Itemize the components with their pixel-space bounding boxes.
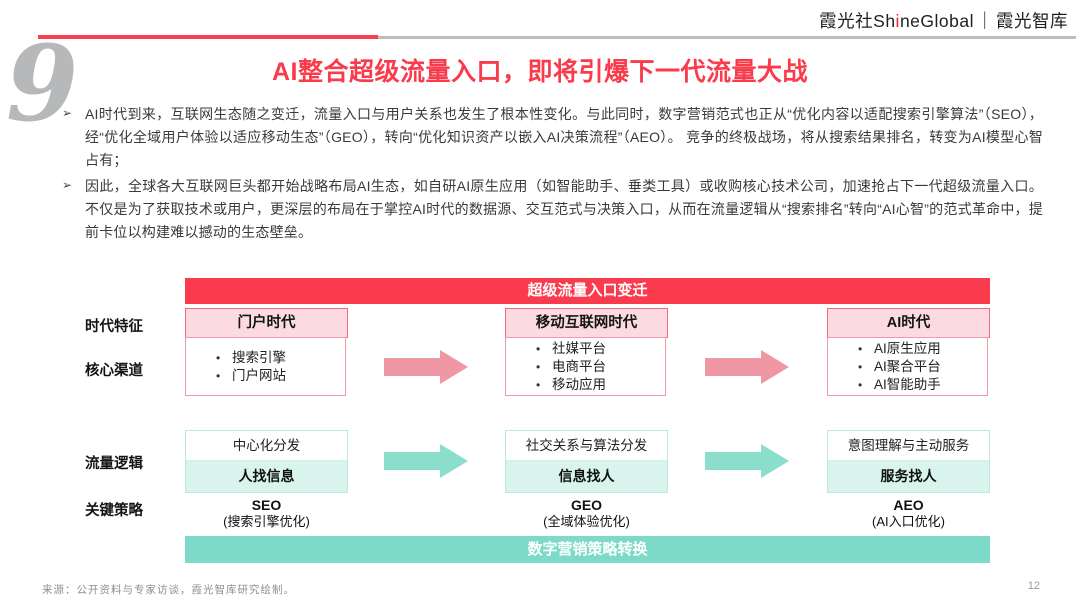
logic-box-ai: 意图理解与主动服务 服务找人	[827, 430, 990, 493]
channel-label: 门户网站	[232, 367, 286, 383]
logic-box-mobile: 社交关系与算法分发 信息找人	[505, 430, 668, 493]
header-rule-gray	[378, 36, 1076, 39]
channel-label: AI智能助手	[874, 376, 941, 392]
arrow-shaft	[384, 452, 440, 470]
dot-bullet-icon: •	[858, 377, 863, 392]
arrow-head	[761, 350, 789, 384]
logic-bottom-ai: 服务找人	[828, 461, 989, 492]
list-item: • 门户网站	[216, 367, 345, 385]
list-item: • 移动应用	[536, 376, 665, 394]
paragraph-1-text: AI时代到来，互联网生态随之变迁，流量入口与用户关系也发生了根本性变化。与此同时…	[85, 106, 1043, 168]
dot-bullet-icon: •	[858, 341, 863, 356]
strategy-mobile: GEO (全域体验优化)	[505, 497, 668, 531]
logic-bottom-portal: 人找信息	[186, 461, 347, 492]
strategy-subtitle: (AI入口优化)	[872, 514, 945, 529]
logic-top-ai: 意图理解与主动服务	[828, 431, 989, 461]
paragraph-1: ➢ AI时代到来，互联网生态随之变迁，流量入口与用户关系也发生了根本性变化。与此…	[62, 103, 1043, 172]
strategy-subtitle: (搜索引擎优化)	[223, 514, 310, 529]
brand-en-pre: Sh	[873, 11, 896, 31]
list-item: • AI原生应用	[858, 340, 987, 358]
list-item: • 搜索引擎	[216, 349, 345, 367]
section-number: 9	[6, 22, 79, 145]
era-header-ai: AI时代	[827, 308, 990, 338]
diagram-bottom-banner: 数字营销策略转换	[185, 536, 990, 563]
arrowhead-bullet-icon: ➢	[62, 106, 73, 120]
arrow-shaft	[705, 358, 761, 376]
dot-bullet-icon: •	[216, 350, 221, 365]
arrow-shaft	[705, 452, 761, 470]
row-label-channels: 核心渠道	[85, 363, 143, 379]
channels-portal: • 搜索引擎 • 门户网站	[185, 337, 346, 396]
channel-label: 搜索引擎	[232, 349, 286, 365]
dot-bullet-icon: •	[536, 359, 541, 374]
brand-logo: 霞光社ShineGlobal｜霞光智库	[819, 8, 1068, 33]
brand-divider: ｜	[976, 11, 994, 31]
paragraph-2-text: 因此，全球各大互联网巨头都开始战略布局AI生态，如自研AI原生应用（如智能助手、…	[85, 178, 1043, 240]
list-item: • AI智能助手	[858, 376, 987, 394]
arrowhead-bullet-icon: ➢	[62, 178, 73, 192]
brand-suffix: 霞光智库	[996, 11, 1068, 31]
channel-label: 社媒平台	[552, 340, 606, 356]
list-item: • 电商平台	[536, 358, 665, 376]
arrow-head	[440, 350, 468, 384]
arrow-head	[761, 444, 789, 478]
source-note: 来源：公开资料与专家访谈，霞光智库研究绘制。	[42, 584, 295, 596]
brand-en-i: i	[895, 11, 900, 31]
arrow-head	[440, 444, 468, 478]
channels-mobile: • 社媒平台 • 电商平台 • 移动应用	[505, 337, 666, 396]
strategy-portal: SEO (搜索引擎优化)	[185, 497, 348, 531]
paragraph-2: ➢ 因此，全球各大互联网巨头都开始战略布局AI生态，如自研AI原生应用（如智能助…	[62, 175, 1043, 244]
arrow-shaft	[384, 358, 440, 376]
brand-cn: 霞光社	[819, 11, 874, 31]
strategy-acronym: SEO	[251, 497, 282, 513]
row-label-logic: 流量逻辑	[85, 456, 143, 472]
arrow-right-icon	[384, 350, 468, 384]
dot-bullet-icon: •	[216, 368, 221, 383]
logic-top-portal: 中心化分发	[186, 431, 347, 461]
strategy-ai: AEO (AI入口优化)	[827, 497, 990, 531]
row-label-era: 时代特征	[85, 319, 143, 335]
logic-bottom-mobile: 信息找人	[506, 461, 667, 492]
header-rule-red	[38, 35, 378, 39]
list-item: • 社媒平台	[536, 340, 665, 358]
page-title: AI整合超级流量入口，即将引爆下一代流量大战	[271, 58, 808, 86]
page-number: 12	[1027, 580, 1040, 592]
channel-label: AI聚合平台	[874, 358, 941, 374]
diagram-top-banner: 超级流量入口变迁	[185, 278, 990, 304]
list-item: • AI聚合平台	[858, 358, 987, 376]
logic-top-mobile: 社交关系与算法分发	[506, 431, 667, 461]
intro-paragraphs: ➢ AI时代到来，互联网生态随之变迁，流量入口与用户关系也发生了根本性变化。与此…	[62, 103, 1043, 247]
channels-ai: • AI原生应用 • AI聚合平台 • AI智能助手	[827, 337, 988, 396]
era-header-mobile: 移动互联网时代	[505, 308, 668, 338]
channel-label: AI原生应用	[874, 340, 941, 356]
channel-label: 电商平台	[552, 358, 606, 374]
arrow-right-icon	[384, 444, 468, 478]
row-label-strategy: 关键策略	[85, 503, 143, 519]
dot-bullet-icon: •	[536, 377, 541, 392]
logic-box-portal: 中心化分发 人找信息	[185, 430, 348, 493]
strategy-acronym: GEO	[570, 497, 603, 513]
strategy-acronym: AEO	[893, 497, 924, 513]
arrow-right-icon	[705, 350, 789, 384]
dot-bullet-icon: •	[536, 341, 541, 356]
arrow-right-icon	[705, 444, 789, 478]
channel-label: 移动应用	[552, 376, 606, 392]
strategy-subtitle: (全域体验优化)	[543, 514, 630, 529]
dot-bullet-icon: •	[858, 359, 863, 374]
brand-en-post: neGlobal	[899, 11, 974, 31]
era-header-portal: 门户时代	[185, 308, 348, 338]
